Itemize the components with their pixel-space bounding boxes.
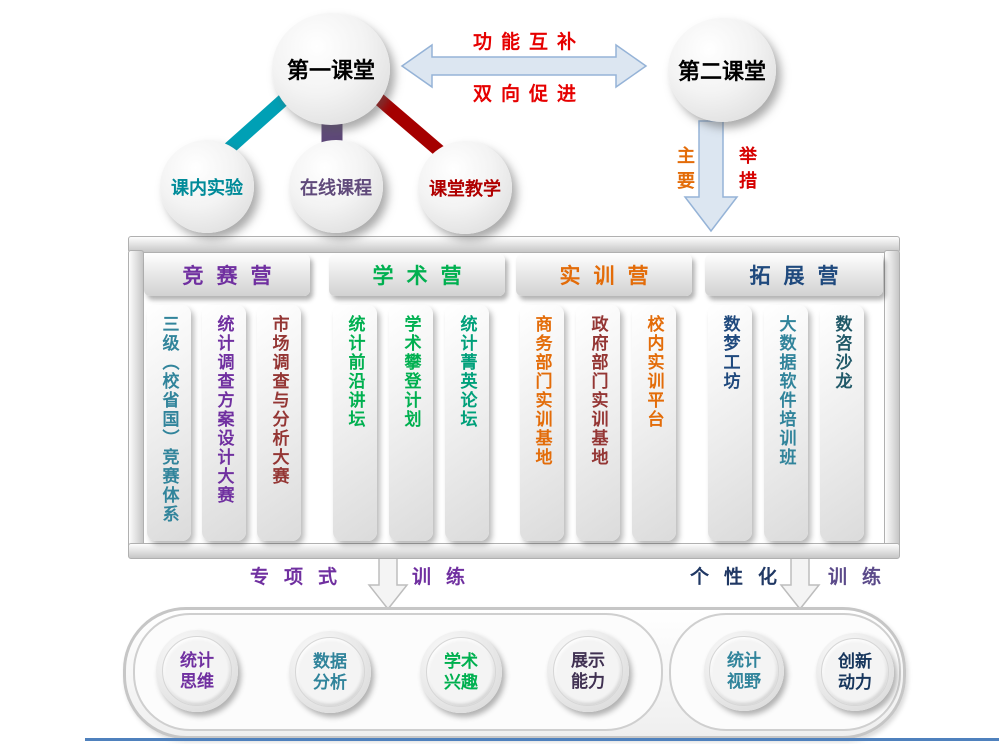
measure-label: 举措 [737,146,757,196]
shelf-bottom [128,543,900,559]
camp-header-practice: 实训营 [516,254,692,296]
camp-item-label: 校内实训平台 [644,315,664,429]
outcome-circle-inner: 展示能力 [552,635,624,707]
camp-item-label: 政府部门实训基地 [588,315,608,467]
outcome-label: 数据分析 [313,651,347,692]
camp-header-competition: 竞赛营 [144,254,310,296]
outcome-circle: 数据分析 [289,631,371,713]
camp-item-card: 商务部门实训基地 [520,305,564,541]
outcome-label: 统计视野 [727,650,761,691]
camp-item-card: 统计调查方案设计大赛 [202,305,246,541]
outcome-circle-inner: 统计视野 [709,636,779,706]
shelf-top [128,236,900,253]
outcome-circle-inner: 创新动力 [821,638,889,706]
outcome-circle-inner: 学术兴趣 [425,636,497,708]
outcome-circle: 展示能力 [547,630,629,712]
outcome-circle: 创新动力 [816,633,894,711]
camp-item-label: 统计菁英论坛 [457,315,477,429]
camp-item-label: 商务部门实训基地 [532,315,552,467]
shelf-left [128,250,144,558]
camp-item-card: 政府部门实训基地 [576,305,620,541]
camp-item-card: 大数据软件培训班 [764,305,808,541]
outcome-circle-inner: 统计思维 [161,635,233,707]
camp-item-card: 数梦工坊 [708,305,752,541]
branch-circle-online: 在线课程 [289,140,383,233]
camp-item-card: 校内实训平台 [632,305,676,541]
camp-item-label: 市场调查与分析大赛 [269,315,289,486]
training-right-suffix: 训练 [828,567,897,588]
branch-label: 课堂教学 [429,178,501,199]
camp-header-academic: 学术营 [329,254,505,296]
down-arrow-icon [683,120,739,233]
camp-item-label: 数咨沙龙 [832,315,852,391]
camp-item-label: 统计调查方案设计大赛 [214,315,234,505]
second-classroom-circle: 第二课堂 [668,18,776,122]
function-complement-label: 功能互补 [472,32,585,53]
left-down-arrow-icon [367,551,409,611]
camp-item-card: 三级（校省国）竞赛体系 [147,305,191,541]
camp-item-label: 三级（校省国）竞赛体系 [159,315,179,524]
camp-title: 实训营 [559,265,662,288]
camp-item-card: 统计菁英论坛 [445,305,489,541]
camp-item-card: 市场调查与分析大赛 [257,305,301,541]
outcome-circle: 统计思维 [156,630,238,712]
camp-item-label: 数梦工坊 [720,315,740,391]
outcome-label: 展示能力 [571,650,605,691]
camp-title: 学术营 [372,265,475,288]
camp-item-label: 学术攀登计划 [401,315,421,429]
camp-header-expansion: 拓展营 [705,254,883,296]
camp-title: 拓展营 [749,265,852,288]
camp-item-label: 统计前沿讲坛 [345,315,365,429]
second-classroom-label: 第二课堂 [677,59,766,84]
outcome-circle: 学术兴趣 [420,631,502,713]
outcome-label: 统计思维 [180,650,214,691]
outcome-circle: 统计视野 [704,631,784,711]
camp-item-card: 学术攀登计划 [389,305,433,541]
camp-item-card: 数咨沙龙 [820,305,864,541]
branch-circle-experiment: 课内实验 [160,140,254,233]
bottom-rule [85,738,999,741]
outcome-circle-inner: 数据分析 [294,636,366,708]
branch-label: 在线课程 [300,177,372,198]
mutual-promotion-label: 双向促进 [472,84,585,105]
camp-item-card: 统计前沿讲坛 [333,305,377,541]
outcome-label: 学术兴趣 [444,651,478,692]
outcome-label: 创新动力 [837,651,872,692]
training-right-prefix: 个性化 [690,567,793,588]
branch-circle-teaching: 课堂教学 [418,141,512,234]
camp-item-label: 大数据软件培训班 [776,315,796,467]
shelf-right [884,250,900,558]
camp-title: 竞赛营 [182,265,285,288]
branch-label: 课内实验 [171,177,243,198]
double-arrow-icon [400,43,648,89]
main-label: 主要 [675,146,695,196]
first-classroom-circle: 第一课堂 [272,13,390,125]
training-left-suffix: 训练 [412,567,481,588]
training-left-prefix: 专项式 [250,567,353,588]
first-classroom-label: 第一课堂 [286,58,375,83]
